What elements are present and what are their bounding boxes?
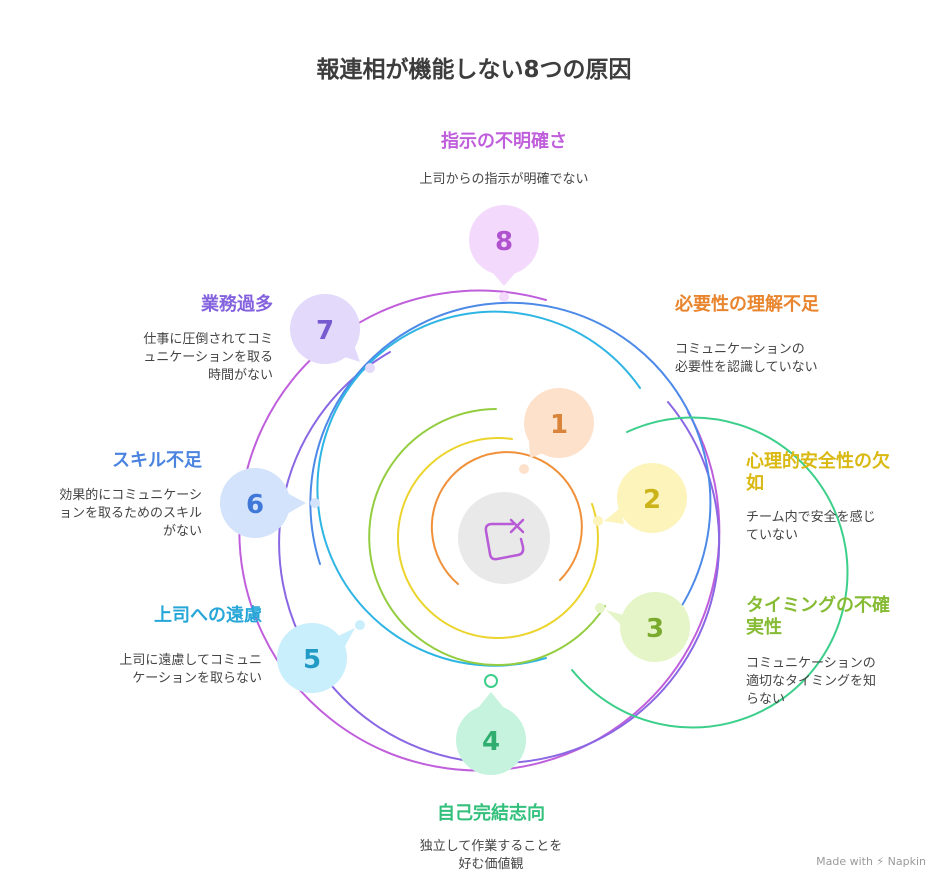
bubble-5: 5 xyxy=(277,623,355,693)
ring-7 xyxy=(278,351,721,765)
item-8-desc: 上司からの指示が明確でない xyxy=(419,172,589,187)
item-7-desc: 仕事に圧倒されてコミ ュニケーションを取る 時間がない xyxy=(143,332,273,383)
fraction-x-icon xyxy=(484,518,525,561)
item-6-label: スキル不足 xyxy=(112,450,202,471)
item-1-label: 必要性の理解不足 xyxy=(675,294,819,315)
connector-dot-5 xyxy=(355,620,365,630)
connector-dot-4 xyxy=(484,674,498,688)
bubble-2: 2 xyxy=(604,463,687,533)
item-8-label: 指示の不明確さ xyxy=(441,131,567,152)
page-title: 報連相が機能しない8つの原因 xyxy=(316,57,632,83)
bubble-2-number: 2 xyxy=(643,485,661,515)
ring-2 xyxy=(396,437,599,639)
ring-6 xyxy=(309,301,712,645)
ring-3 xyxy=(368,408,606,666)
connector-dot-2 xyxy=(593,516,603,526)
item-6-desc: 効果的にコミュニケーシ ョンを取るためのスキル がない xyxy=(58,488,202,539)
ring-4 xyxy=(571,416,849,729)
bubble-5-number: 5 xyxy=(303,645,321,675)
bubble-7-number: 7 xyxy=(316,316,334,346)
bubble-8: 8 xyxy=(469,205,539,286)
connector-dot-8 xyxy=(499,292,509,302)
bubble-4: 4 xyxy=(456,692,526,775)
item-1-desc: コミュニケーションの 必要性を認識していない xyxy=(675,342,818,375)
item-3-desc: コミュニケーションの 適切なタイミングを知 らない xyxy=(746,656,877,707)
item-5-label: 上司への遠慮 xyxy=(154,605,262,626)
napkin-brand: Made with ⚡ Napkin xyxy=(816,855,926,868)
item-2-label: 心理的安全性の欠 如 xyxy=(746,451,890,494)
item-3-label: タイミングの不確 実性 xyxy=(746,595,890,638)
ring-5 xyxy=(316,310,641,667)
ring-1 xyxy=(430,451,583,585)
bubble-1-number: 1 xyxy=(550,410,568,440)
item-5-desc: 上司に遠慮してコミュニ ケーションを取らない xyxy=(119,653,262,686)
connector-dot-1 xyxy=(519,464,529,474)
connector-dot-3 xyxy=(595,603,605,613)
bubble-1: 1 xyxy=(524,388,594,458)
bubble-4-number: 4 xyxy=(482,727,500,757)
item-4-desc: 独立して作業することを 好む価値観 xyxy=(419,839,563,872)
bubble-3-number: 3 xyxy=(646,614,664,644)
item-7-label: 業務過多 xyxy=(201,294,273,315)
bubble-6-number: 6 xyxy=(246,490,264,520)
bubble-8-number: 8 xyxy=(495,227,513,257)
item-4-label: 自己完結志向 xyxy=(437,803,545,824)
connector-dot-7 xyxy=(365,363,375,373)
bubble-7: 7 xyxy=(290,294,360,364)
center-circle xyxy=(458,492,550,584)
bubble-3: 3 xyxy=(606,592,690,662)
item-2-desc: チーム内で安全を感じ ていない xyxy=(746,510,876,543)
bubble-6: 6 xyxy=(220,468,306,538)
connector-dot-6 xyxy=(310,498,320,508)
